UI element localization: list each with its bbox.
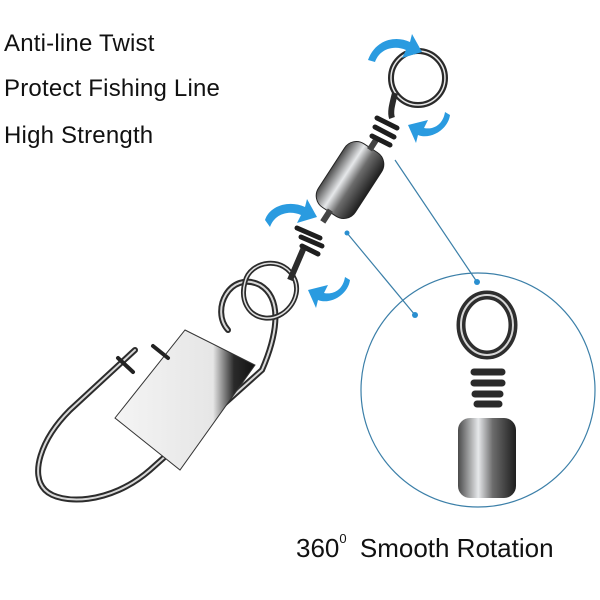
split-ring <box>241 243 308 321</box>
rotation-arrow-icon <box>265 34 450 308</box>
snap-clip <box>35 278 279 503</box>
callout-lines <box>346 159 596 508</box>
caption-number: 360 <box>296 533 340 563</box>
lower-coil <box>294 225 325 257</box>
callout-dots <box>344 230 480 318</box>
degree-symbol: 0 <box>339 531 347 547</box>
feature-anti-line-twist: Anti-line Twist <box>4 30 155 57</box>
rotation-caption: 3600 Smooth Rotation <box>296 531 554 564</box>
zoom-detail-swivel <box>456 290 518 498</box>
feature-protect-fishing-line: Protect Fishing Line <box>4 75 221 102</box>
feature-high-strength: High Strength <box>4 122 154 149</box>
caption-text: Smooth Rotation <box>359 533 554 563</box>
swivel-eye <box>388 48 448 119</box>
upper-coil <box>369 115 400 148</box>
